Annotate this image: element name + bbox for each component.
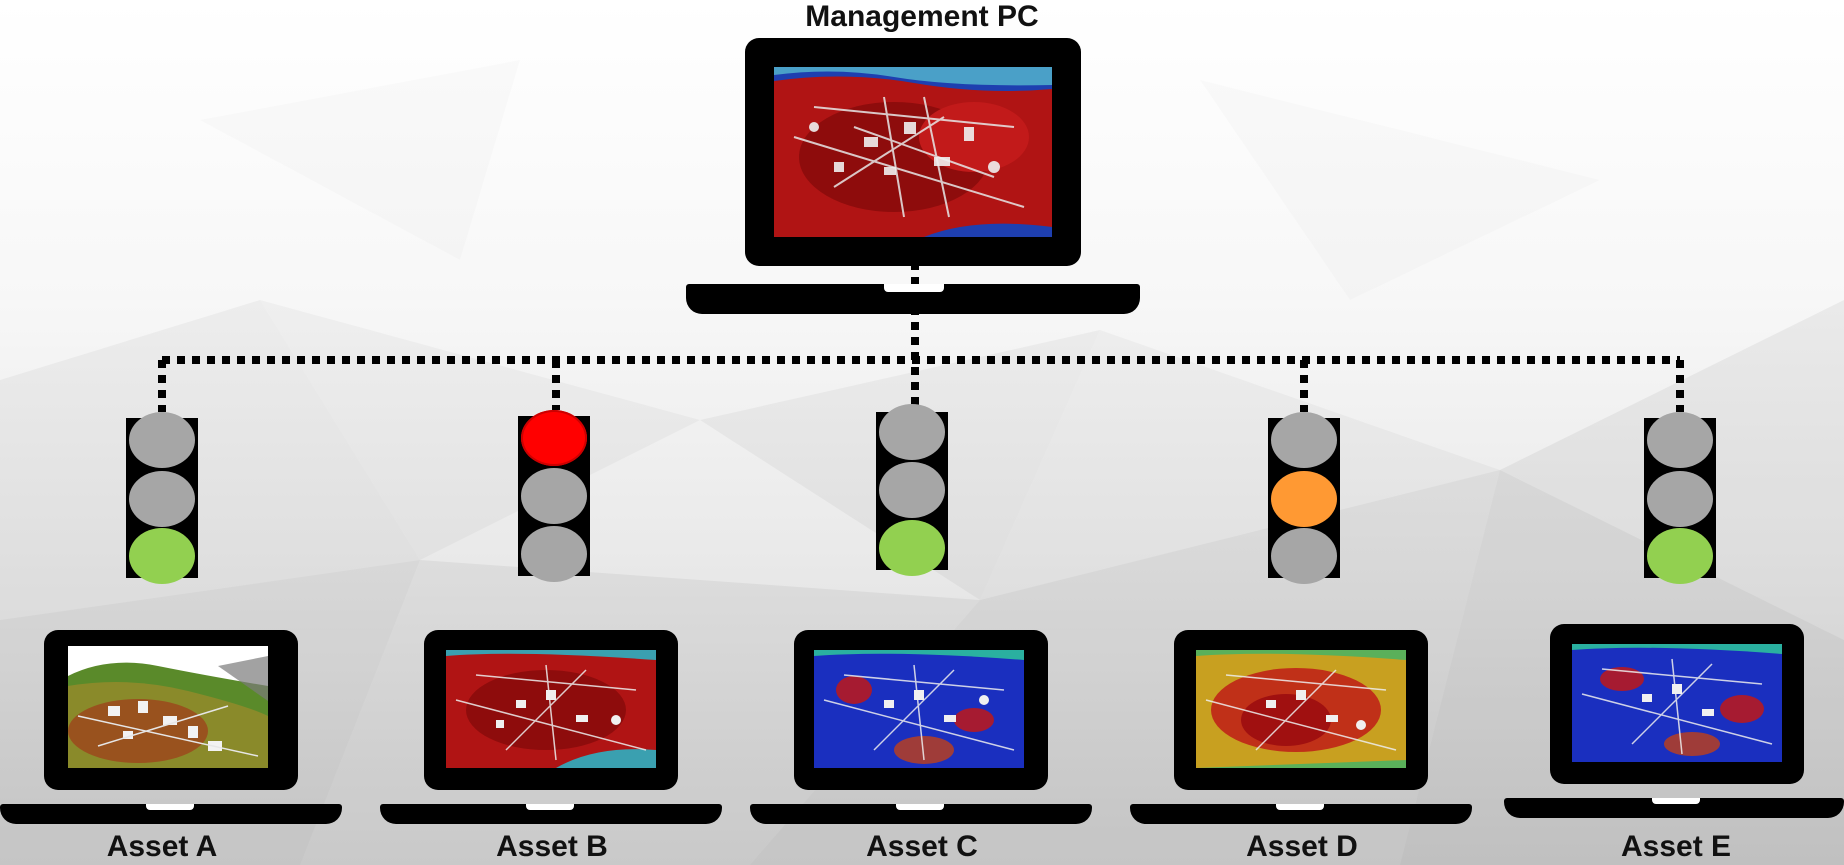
asset-a-screen-terrain: [68, 646, 268, 768]
asset-c-label: Asset C: [866, 830, 978, 863]
traffic-light-icon-asset-b: [518, 410, 590, 582]
lamp-bottom-green: [129, 528, 195, 584]
lamp-middle: [521, 468, 587, 524]
asset-b-label: Asset B: [496, 830, 608, 863]
traffic-light-icon-asset-c: [876, 404, 948, 576]
asset-e-screen-heatmap: [1572, 644, 1782, 762]
lamp-middle: [879, 462, 945, 518]
asset-a-label: Asset A: [106, 830, 218, 863]
asset-e-label: Asset E: [1620, 830, 1732, 863]
lamp-middle-amber: [1271, 471, 1337, 527]
lamp-top: [129, 412, 195, 468]
traffic-light-icon-asset-d: [1268, 412, 1340, 584]
asset-d-label: Asset D: [1246, 830, 1358, 863]
management-screen-heatmap: [774, 67, 1052, 237]
lamp-top: [1271, 412, 1337, 468]
lamp-bottom-green: [879, 520, 945, 576]
traffic-light-icon-asset-e: [1644, 412, 1716, 584]
asset-c-screen-heatmap: [814, 650, 1024, 768]
management-pc-label: Management PC: [805, 0, 1039, 33]
lamp-middle: [129, 471, 195, 527]
lamp-top: [1647, 412, 1713, 468]
lamp-bottom-green: [1647, 528, 1713, 584]
lamp-middle: [1647, 471, 1713, 527]
lamp-top-red: [521, 410, 587, 466]
asset-b-screen-heatmap: [446, 650, 656, 768]
asset-d-screen-heatmap: [1196, 650, 1406, 768]
traffic-light-icon-asset-a: [126, 412, 198, 584]
lamp-bottom: [1271, 528, 1337, 584]
lamp-top: [879, 404, 945, 460]
lamp-bottom: [521, 526, 587, 582]
